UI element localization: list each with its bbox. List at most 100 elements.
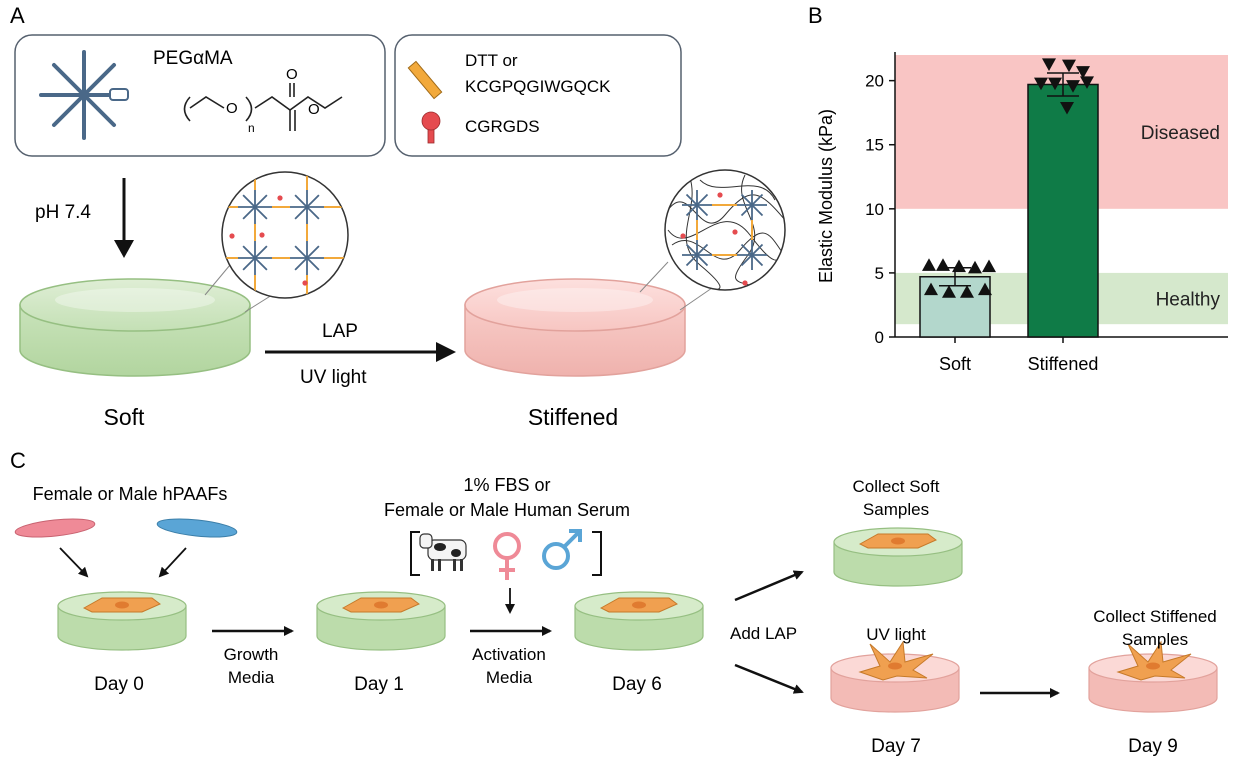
data-point-soft [924,282,938,296]
crosslinker-box [394,34,682,157]
male-symbol-icon [542,529,582,570]
data-point-stiffened [1042,58,1056,71]
y-axis-title: Elastic Modulus (kPa) [816,109,836,283]
to-soft-collection-arrow [734,570,804,602]
collect-soft-gel [833,527,963,587]
day9-gel [1088,640,1218,713]
male-fibroblast-icon [156,518,238,538]
stiff-network-detail [667,174,785,290]
female-symbol-icon [493,532,521,580]
zoom-line-right-1 [639,261,669,293]
y-tick-label-10: 10 [865,200,884,219]
soft-gel-disc [19,278,251,377]
data-point-soft [942,285,956,298]
cow-icon [419,533,467,571]
band-label-diseased: Diseased [1141,123,1220,144]
pegama-label: PEGαMA [153,48,233,69]
collect-stiff-line2: Samples [1122,630,1188,649]
panel-a-letter: A [10,3,25,28]
serum-line1: 1% FBS or [463,475,550,495]
day6-gel [574,591,704,651]
stiffened-gel-disc [464,278,686,377]
activation-line2: Media [486,668,533,687]
ether-oxygen: O [226,100,238,117]
collect-soft-line1: Collect Soft [853,477,940,496]
zoom-line-left-1 [204,264,231,296]
collect-stiff-line1: Collect Stiffened [1093,607,1216,626]
day6-label: Day 6 [612,674,662,695]
panel-c-letter: C [10,448,26,473]
uv-label: UV light [300,367,367,388]
female-cell-arrow [59,547,89,578]
growth-line1: Growth [224,645,279,664]
repeat-subscript: n [248,121,255,135]
y-tick-label-0: 0 [875,328,884,347]
serum-left-bracket [410,531,420,576]
soft-network-detail [222,175,345,295]
x-tick-label-soft: Soft [939,354,971,374]
data-point-soft [936,258,950,271]
serum-line2: Female or Male Human Serum [384,500,630,520]
data-point-stiffened [1066,80,1080,93]
data-point-soft [978,282,992,296]
rgd-peptide-icon [421,111,441,144]
pegama-structure-icon [183,83,343,131]
data-point-soft [922,258,936,271]
carbonyl-oxygen: O [286,66,298,83]
ester-oxygen: O [308,101,320,118]
x-tick-label-stiffened: Stiffened [1028,354,1099,374]
y-tick-label-15: 15 [865,136,884,155]
end-group-icon [109,88,129,101]
activated-fibroblast-icon [1116,640,1192,681]
bar-stiffened [1027,83,1099,338]
data-point-stiffened [1034,77,1048,91]
crosslinker-line2: KCGPQGIWGQCK [465,77,611,96]
soft-network-zoom [221,171,349,299]
panel-b-letter: B [808,3,823,28]
collect-soft-line2: Samples [863,500,929,519]
day0-gel [57,591,187,651]
crosslinker-icon [407,60,443,100]
data-point-stiffened [1080,76,1094,89]
activation-line1: Activation [472,645,546,664]
data-point-stiffened [1076,66,1090,79]
day7-label: Day 7 [871,736,921,757]
data-point-soft [960,285,974,298]
soft-label: Soft [104,404,146,430]
day9-label: Day 9 [1128,736,1178,757]
data-point-soft [982,259,996,273]
data-point-stiffened [1060,101,1074,115]
to-uv-arrow [734,663,804,694]
uv-light-label: UV light [866,625,926,644]
y-tick-label-5: 5 [875,264,884,283]
add-lap-label: Add LAP [730,624,797,643]
day1-gel [316,591,446,651]
y-tick-label-20: 20 [865,72,884,91]
female-fibroblast-icon [14,518,96,538]
serum-right-bracket [592,531,602,576]
zoom-line-right-2 [679,287,713,311]
male-cell-arrow [158,547,187,578]
day0-label: Day 0 [94,674,144,695]
ph-arrowhead [114,240,134,258]
lap-arrowhead [436,342,456,362]
stiff-network-zoom [664,169,786,291]
ph-label: pH 7.4 [35,202,91,223]
activated-fibroblast-icon [858,640,934,681]
day7-uv-gel [830,640,960,713]
growth-line2: Media [228,668,275,687]
band-label-healthy: Healthy [1156,290,1221,311]
cells-label: Female or Male hPAAFs [33,484,228,504]
rgd-label: CGRGDS [465,117,540,136]
lap-label: LAP [322,321,358,342]
stiffened-label: Stiffened [528,404,618,430]
pegama-box [14,34,386,157]
data-point-soft [952,259,966,273]
data-point-stiffened [1062,59,1076,73]
data-point-soft [968,260,982,274]
day1-label: Day 1 [354,674,404,695]
crosslinker-line1: DTT or [465,51,518,70]
data-point-stiffened [1048,77,1062,91]
